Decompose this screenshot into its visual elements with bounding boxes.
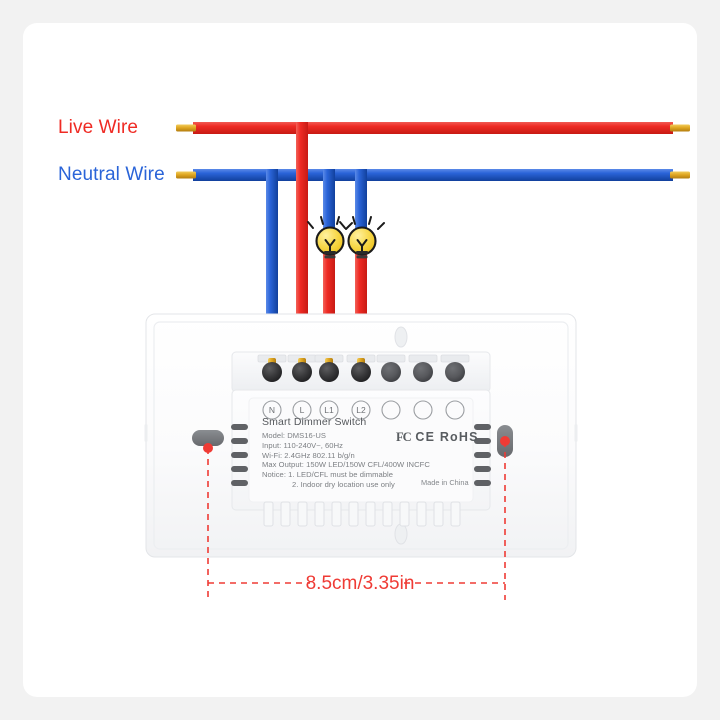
neutral-bus	[176, 169, 690, 181]
fc-mark: FC	[396, 430, 412, 444]
certification-marks: FC CE RoHS	[396, 430, 479, 445]
terminal-label-l: L	[299, 405, 305, 415]
spec-notice-2: 2. Indoor dry location use only	[292, 480, 395, 490]
dimension-guides	[203, 436, 510, 600]
dimension-label: 8.5cm/3.35in	[305, 573, 415, 594]
spec-wifi: Wi-Fi: 2.4GHz 802.11 b/g/n	[262, 450, 355, 460]
terminal-label-l2: L2	[356, 405, 366, 415]
spec-input: Input: 110-240V~, 60Hz	[262, 440, 343, 450]
device-spec-block: Smart Dimmer Switch Model: DMS16-US Inpu…	[262, 417, 477, 489]
vent-slots-left	[231, 424, 248, 486]
neutral-wire-label: Neutral Wire	[58, 164, 165, 185]
terminal-screws	[262, 362, 465, 382]
neutral-branch-lamp-2	[355, 169, 367, 239]
neutral-branch-lamp-1	[323, 169, 335, 239]
spec-max-output: Max Output: 150W LED/150W CFL/400W INCFC	[262, 460, 430, 470]
bottom-fins	[263, 501, 461, 527]
live-wire-label: Live Wire	[58, 117, 139, 138]
ce-mark: CE	[415, 430, 436, 444]
terminal-label-l1: L1	[324, 405, 334, 415]
live-drop-to-L	[296, 122, 308, 364]
lamp-2	[339, 216, 385, 259]
vent-slots-right	[474, 424, 491, 486]
switch-body	[231, 351, 491, 527]
terminal-label-n: N	[268, 405, 276, 415]
lamp-1	[307, 216, 353, 259]
live-bus	[176, 122, 690, 134]
spec-model: Model: DMS16-US	[262, 430, 327, 440]
spec-notice-1: Notice: 1. LED/CFL must be dimmable	[262, 470, 394, 480]
rohs-mark: RoHS	[439, 430, 479, 444]
terminal-rings	[262, 400, 465, 420]
device-title: Smart Dimmer Switch	[262, 416, 367, 428]
origin-label: Made in China	[421, 478, 469, 487]
